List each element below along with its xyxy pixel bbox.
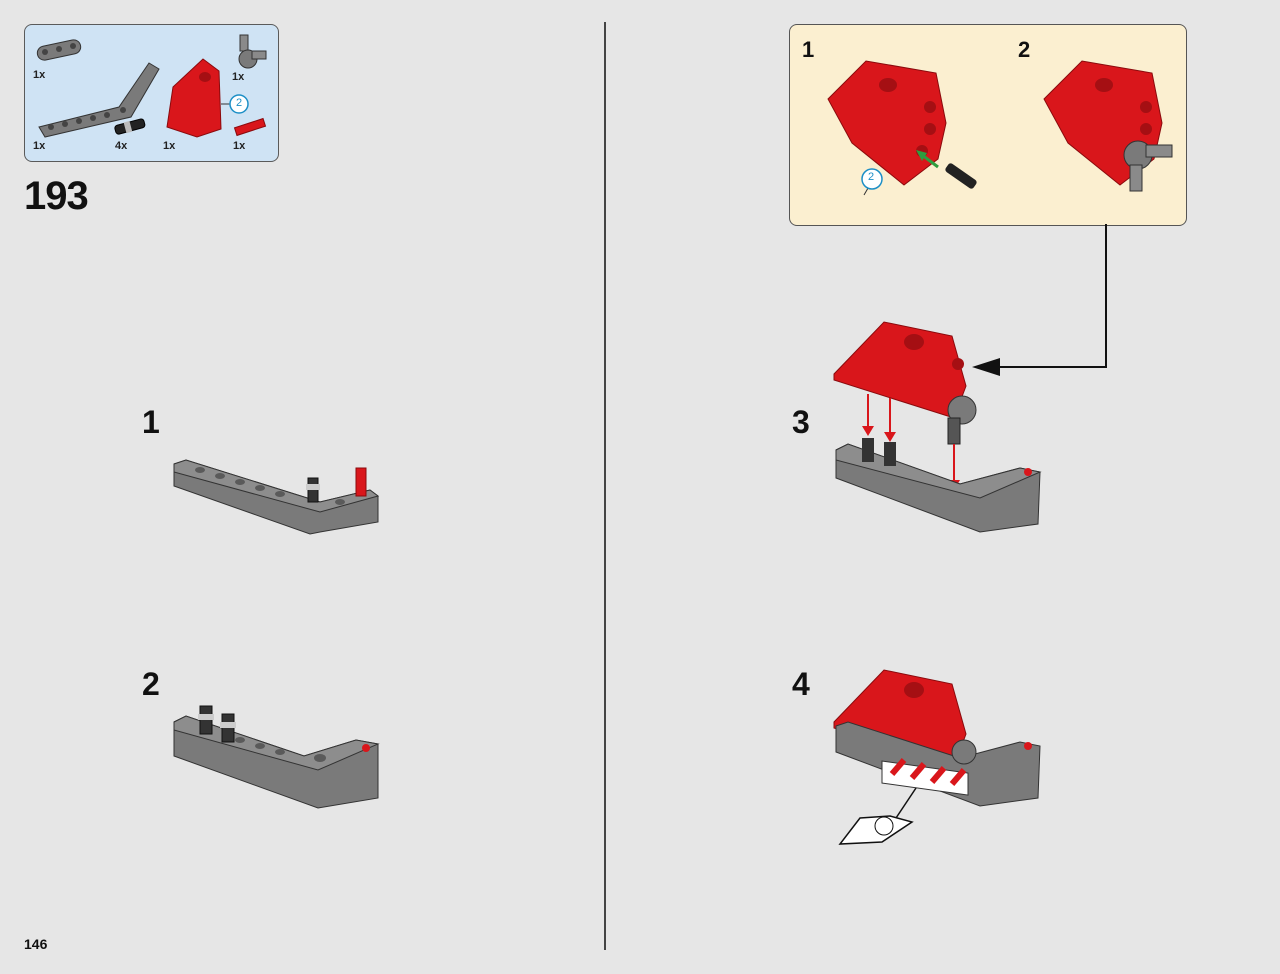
bent-liftarm-with-pins-illustration [173,705,380,809]
parts-qty: 1x [33,69,46,81]
red-panel-with-pin-illustration [827,60,977,196]
substep-label: 4 [792,666,810,702]
parts-qty: 1x [163,140,176,152]
callout-badge-icon [861,168,883,190]
subassembly-callout: 1 2 2 [789,24,1187,226]
callout-pointer-line [972,224,1107,376]
gray-bent-liftarm-icon [38,62,160,138]
parts-qty: 1x [233,140,246,152]
substep-label: 2 [142,666,160,702]
step-number: 193 [24,174,89,218]
gray-liftarm-icon [36,39,82,61]
subassembly-badge-icon [221,94,249,114]
callout-badge-label: 2 [868,171,875,183]
parts-list-box: 1x 1x 1x 4x 1x 2 1x [24,24,279,162]
gray-axle-connector-icon [238,34,267,69]
parts-qty: 4x [115,140,128,152]
callout-step-label: 1 [802,37,815,62]
substep-label: 3 [792,404,810,440]
red-panel-with-connector-illustration [1043,60,1173,192]
black-friction-pin-icon [114,118,146,135]
step3-assembly-illustration [833,321,1042,533]
parts-qty: 1x [232,71,245,83]
callout-step-label: 2 [1018,37,1031,62]
step4-assembly-illustration [833,669,1041,845]
parts-qty: 1x [33,140,46,152]
page-divider [604,22,606,950]
bent-liftarm-illustration [173,459,380,535]
page-number: 146 [24,936,48,952]
red-axle-icon [233,117,267,137]
substep-label: 1 [142,404,160,440]
red-panel-icon [166,58,222,138]
subassembly-badge-label: 2 [236,97,243,109]
